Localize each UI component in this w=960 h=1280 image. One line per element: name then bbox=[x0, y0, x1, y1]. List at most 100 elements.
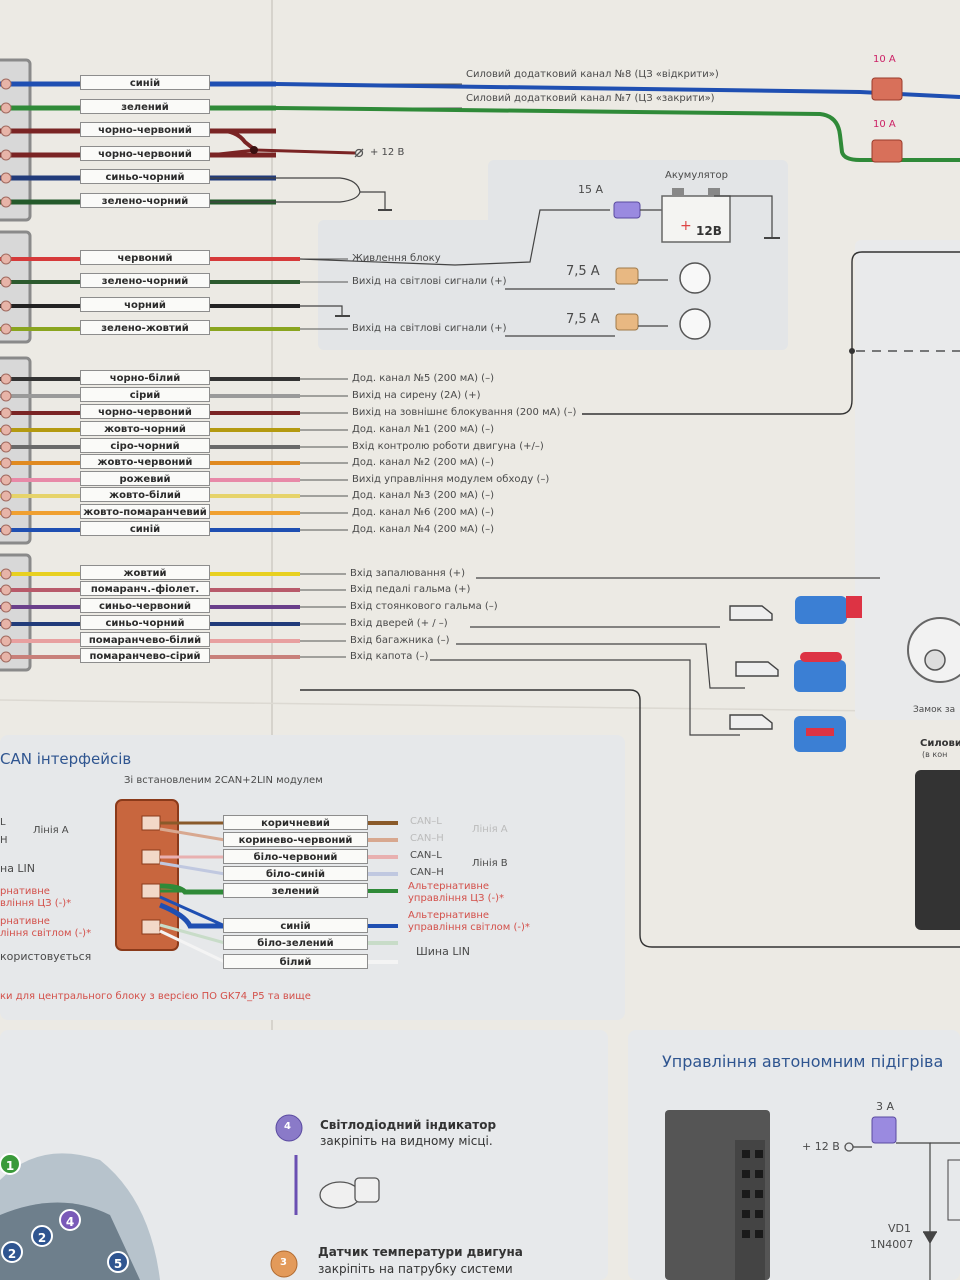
input_wires-desc-5: Вхід капота (–) bbox=[350, 651, 429, 662]
left-line-a: Лінія А bbox=[33, 825, 69, 836]
input_wires-label-5: помаранчево-сірий bbox=[80, 648, 210, 663]
left-l: L bbox=[0, 817, 6, 828]
alt-lock: Альтернативне управління ЦЗ (-)* bbox=[408, 881, 505, 904]
top_wires-label-3: чорно-червоний bbox=[80, 146, 210, 161]
top_wires-pin-2 bbox=[0, 125, 12, 137]
led-subtitle: закріпіть на видному місці. bbox=[320, 1134, 493, 1148]
left-alt2: рнативне bbox=[0, 916, 50, 927]
input_wires-pin-1 bbox=[0, 584, 12, 596]
can-h-a: CAN–H bbox=[410, 833, 444, 844]
input_wires-label-3: синьо-чорний bbox=[80, 615, 210, 630]
aux_wires-desc-4: Вхід контролю роботи двигуна (+/–) bbox=[352, 441, 544, 452]
aux_wires-desc-9: Дод. канал №4 (200 мА) (–) bbox=[352, 524, 494, 535]
top_wires-label-4: синьо-чорний bbox=[80, 169, 210, 184]
top_wires-label-0: синій bbox=[80, 75, 210, 90]
diode-model: 1N4007 bbox=[870, 1238, 914, 1251]
aux_wires-label-9: синій bbox=[80, 521, 210, 536]
power_wires-pin-0 bbox=[0, 253, 12, 265]
can-label-0: коричневий bbox=[223, 815, 368, 830]
top_wires-desc-0: Силовий додатковий канал №8 (ЦЗ «відкрит… bbox=[466, 69, 719, 80]
install-panel bbox=[0, 1030, 608, 1280]
top_wires-desc-1: Силовий додатковий канал №7 (ЦЗ «закрити… bbox=[466, 93, 715, 104]
heater-plus12: + 12 В bbox=[802, 1140, 840, 1153]
power_wires-desc-0: Живлення блоку bbox=[352, 253, 441, 264]
input_wires-desc-4: Вхід багажника (–) bbox=[350, 635, 450, 646]
input_wires-pin-3 bbox=[0, 618, 12, 630]
power-panel bbox=[318, 220, 788, 350]
left-unused: користовується bbox=[0, 950, 92, 963]
aux_wires-pin-0 bbox=[0, 373, 12, 385]
aux_wires-pin-8 bbox=[0, 507, 12, 519]
car-badge-1: 2 bbox=[1, 1241, 23, 1263]
top_wires-pin-1 bbox=[0, 102, 12, 114]
aux_wires-desc-3: Дод. канал №1 (200 мА) (–) bbox=[352, 424, 494, 435]
fuse-75a-2: 7,5 A bbox=[566, 312, 600, 327]
aux_wires-label-5: жовто-червоний bbox=[80, 454, 210, 469]
led-title: Світлодіодний індикатор bbox=[320, 1118, 497, 1132]
left-alt1: рнативне bbox=[0, 886, 50, 897]
aux_wires-desc-2: Вихід на зовнішнє блокування (200 мА) (–… bbox=[352, 407, 577, 418]
aux_wires-label-1: сірий bbox=[80, 387, 210, 402]
lamp-icon-2 bbox=[679, 308, 711, 340]
input_wires-desc-1: Вхід педалі гальма (+) bbox=[350, 584, 471, 595]
power_wires-label-0: червоний bbox=[80, 250, 210, 265]
can-h-b: CAN–H bbox=[410, 867, 444, 878]
power_wires-pin-1 bbox=[0, 276, 12, 288]
input_wires-label-4: помаранчево-білий bbox=[80, 632, 210, 647]
fuse-label-10a-1: 10 A bbox=[873, 54, 896, 65]
left-lin: на LIN bbox=[0, 862, 36, 875]
alt-light: Альтернативне управління світлом (-)* bbox=[408, 910, 530, 933]
top_wires-pin-3 bbox=[0, 149, 12, 161]
battery-icon bbox=[661, 195, 731, 243]
aux_wires-desc-5: Дод. канал №2 (200 мА) (–) bbox=[352, 457, 494, 468]
can-label-3: біло-синій bbox=[223, 866, 368, 881]
can-label-1: коринево-червоний bbox=[223, 832, 368, 847]
car-badge-0: 1 bbox=[0, 1153, 21, 1175]
aux_wires-label-2: чорно-червоний bbox=[80, 404, 210, 419]
top_wires-pin-4 bbox=[0, 172, 12, 184]
aux_wires-pin-2 bbox=[0, 407, 12, 419]
line-b: Лінія В bbox=[472, 858, 508, 869]
input_wires-label-1: помаранч.-фіолет. bbox=[80, 581, 210, 596]
aux_wires-label-8: жовто-помаранчевий bbox=[80, 504, 210, 519]
top_wires-pin-5 bbox=[0, 196, 12, 208]
aux_wires-label-6: рожевий bbox=[80, 471, 210, 486]
aux_wires-pin-9 bbox=[0, 524, 12, 536]
can-wire-lead-7 bbox=[159, 929, 226, 964]
badge-3 bbox=[270, 1250, 298, 1278]
can-l-b: CAN–L bbox=[410, 850, 442, 861]
left-h: H bbox=[0, 835, 8, 846]
footnote: ки для центрального блоку з версією ПО G… bbox=[0, 991, 311, 1002]
aux_wires-label-0: чорно-білий bbox=[80, 370, 210, 385]
aux_wires-desc-0: Дод. канал №5 (200 мА) (–) bbox=[352, 373, 494, 384]
lin-bus: Шина LIN bbox=[416, 945, 470, 958]
can-label-2: біло-червоний bbox=[223, 849, 368, 864]
aux_wires-desc-1: Вихід на сирену (2А) (+) bbox=[352, 390, 481, 401]
can-subtitle: Зі встановленим 2CAN+2LIN модулем bbox=[124, 775, 323, 786]
line-a: Лінія А bbox=[472, 824, 508, 835]
temp-title: Датчик температури двигуна bbox=[318, 1245, 523, 1259]
heater-title: Управління автономним підігріва bbox=[662, 1052, 944, 1071]
top_wires-label-1: зелений bbox=[80, 99, 210, 114]
aux_wires-label-3: жовто-чорний bbox=[80, 421, 210, 436]
input_wires-desc-3: Вхід дверей (+ / –) bbox=[350, 618, 448, 629]
power_wires-label-2: чорний bbox=[80, 297, 210, 312]
lamp-icon-1 bbox=[679, 262, 711, 294]
left-alt2b: ління світлом (-)* bbox=[0, 928, 92, 939]
aux_wires-desc-6: Вихід управління модулем обходу (–) bbox=[352, 474, 550, 485]
aux_wires-label-4: сіро-чорний bbox=[80, 438, 210, 453]
aux_wires-pin-5 bbox=[0, 457, 12, 469]
car-badge-2: 2 bbox=[31, 1225, 53, 1247]
battery-voltage: 12В bbox=[696, 224, 722, 238]
can-l-a: CAN–L bbox=[410, 816, 442, 827]
aux_wires-pin-4 bbox=[0, 441, 12, 453]
car-badge-3: 4 bbox=[59, 1209, 81, 1231]
top_wires-pin-0 bbox=[0, 78, 12, 90]
aux_wires-pin-6 bbox=[0, 474, 12, 486]
fuse-15a: 15 A bbox=[578, 183, 604, 196]
power_wires-desc-3: Вихід на світлові сигнали (+) bbox=[352, 323, 507, 334]
can-wire-lead-1 bbox=[159, 827, 226, 842]
can-connector bbox=[115, 799, 179, 951]
power-module-icon bbox=[915, 770, 960, 930]
can-label-4: зелений bbox=[223, 883, 368, 898]
